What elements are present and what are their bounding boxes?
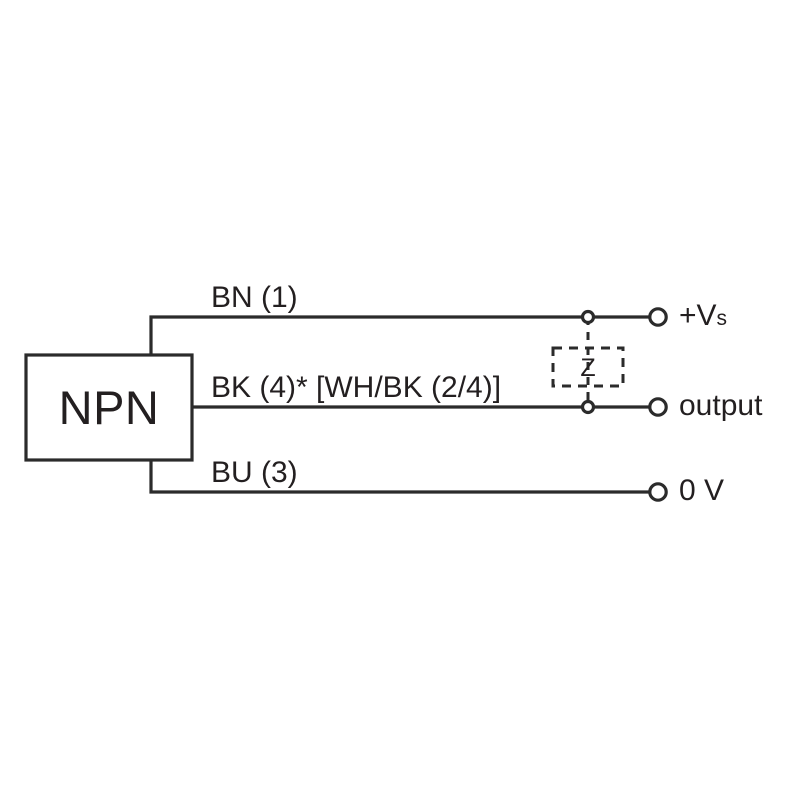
terminal-label-vs: +Vs xyxy=(679,301,727,331)
terminal-label-0v: 0 V xyxy=(679,474,725,507)
junction-node-vs xyxy=(580,309,596,325)
terminal-label-vs-subscript: s xyxy=(716,307,728,330)
npn-box xyxy=(24,353,194,462)
wire-label-bu: BU (3) xyxy=(211,456,298,489)
terminal-label-vs-prefix: +V xyxy=(679,299,717,332)
z-box xyxy=(551,346,625,388)
z-suppressor-label: Z xyxy=(580,354,596,382)
terminal-circle-0v xyxy=(648,482,668,502)
terminal-circle-vs xyxy=(648,307,668,327)
wire-label-bk: BK (4)* [WH/BK (2/4)] xyxy=(211,371,502,404)
npn-device-label: NPN xyxy=(58,381,160,434)
terminal-label-output: output xyxy=(679,389,763,422)
terminal-circle-output xyxy=(648,397,668,417)
junction-node-output xyxy=(580,399,596,415)
wire-label-bn: BN (1) xyxy=(211,281,298,314)
